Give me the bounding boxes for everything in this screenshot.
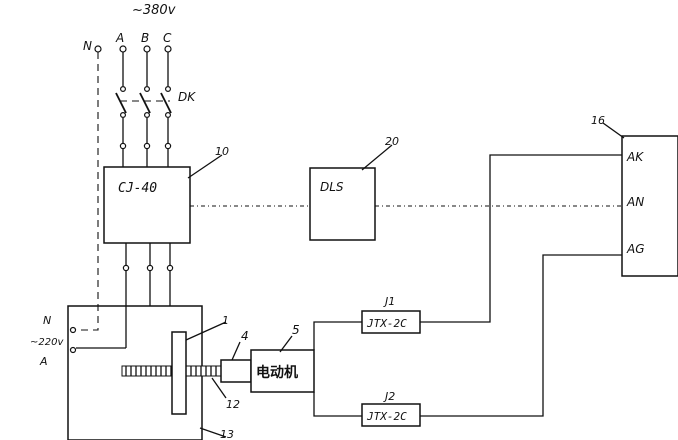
switch-dk-label: DK: [178, 90, 196, 104]
neutral-line: [76, 52, 99, 331]
phase-lines-top: [122, 52, 169, 86]
coupling-ref: 4: [241, 329, 249, 343]
motor-label: 电动机: [256, 364, 298, 381]
plate-ref: 1: [222, 314, 229, 327]
phase-lines-bottom: [122, 243, 174, 348]
motor-ref: 5: [292, 323, 300, 337]
aux-a-terminal: [69, 346, 77, 354]
aux-voltage-label: ~220v: [30, 337, 64, 348]
enclosure-ref: 13: [220, 428, 234, 440]
relay2-to-ag: [420, 254, 622, 417]
motor-to-relay1: [313, 321, 362, 350]
dls-leader: [361, 144, 393, 171]
enclosure-leader: [199, 427, 227, 438]
supply-voltage-label: ~380v: [132, 3, 176, 18]
relay1-to-ak: [420, 154, 622, 323]
dls-ref: 20: [385, 135, 399, 148]
contactor-ref: 10: [215, 145, 229, 158]
coupling-4: [220, 359, 252, 383]
plate-leader: [185, 321, 227, 341]
panel-ref: 16: [591, 114, 605, 127]
relay-j2-label: JTX-2C: [366, 410, 407, 423]
contactor-cj40-box: [103, 166, 191, 244]
control-panel-box: [621, 135, 678, 277]
phase-n-label: N: [83, 39, 92, 53]
phase-lines-mid: [119, 118, 172, 167]
panel-terminal-ag: AG: [626, 242, 645, 256]
aux-n-terminal: [69, 326, 77, 334]
coupling-leader: [231, 341, 241, 361]
knife-switch-dk: [115, 85, 172, 118]
phase-c-label: C: [163, 31, 172, 45]
aux-a-label: A: [39, 355, 48, 368]
aux-n-label: N: [43, 314, 51, 327]
motor-to-relay2: [313, 392, 362, 417]
relay-j1-label: JTX-2C: [366, 317, 407, 330]
phase-a-label: A: [115, 31, 124, 45]
relay-j2-ref: J2: [383, 390, 395, 403]
panel-terminal-an: AN: [626, 195, 644, 209]
phase-b-label: B: [141, 31, 149, 45]
relay-j2-box: [361, 403, 421, 427]
panel-leader: [602, 122, 625, 139]
panel-terminal-ak: AK: [626, 150, 644, 164]
dls-box: [309, 167, 376, 241]
contactor-leader: [187, 154, 223, 179]
contactor-label: CJ-40: [118, 181, 157, 196]
screw-ref: 12: [226, 398, 240, 411]
screw-leader: [211, 377, 227, 399]
relay-j1-ref: J1: [383, 295, 395, 308]
motor-box: [250, 349, 315, 393]
motor-leader: [279, 335, 293, 353]
phase-terminals: [94, 45, 172, 53]
dls-label: DLS: [320, 180, 344, 194]
traveling-plate-1: [171, 331, 187, 415]
